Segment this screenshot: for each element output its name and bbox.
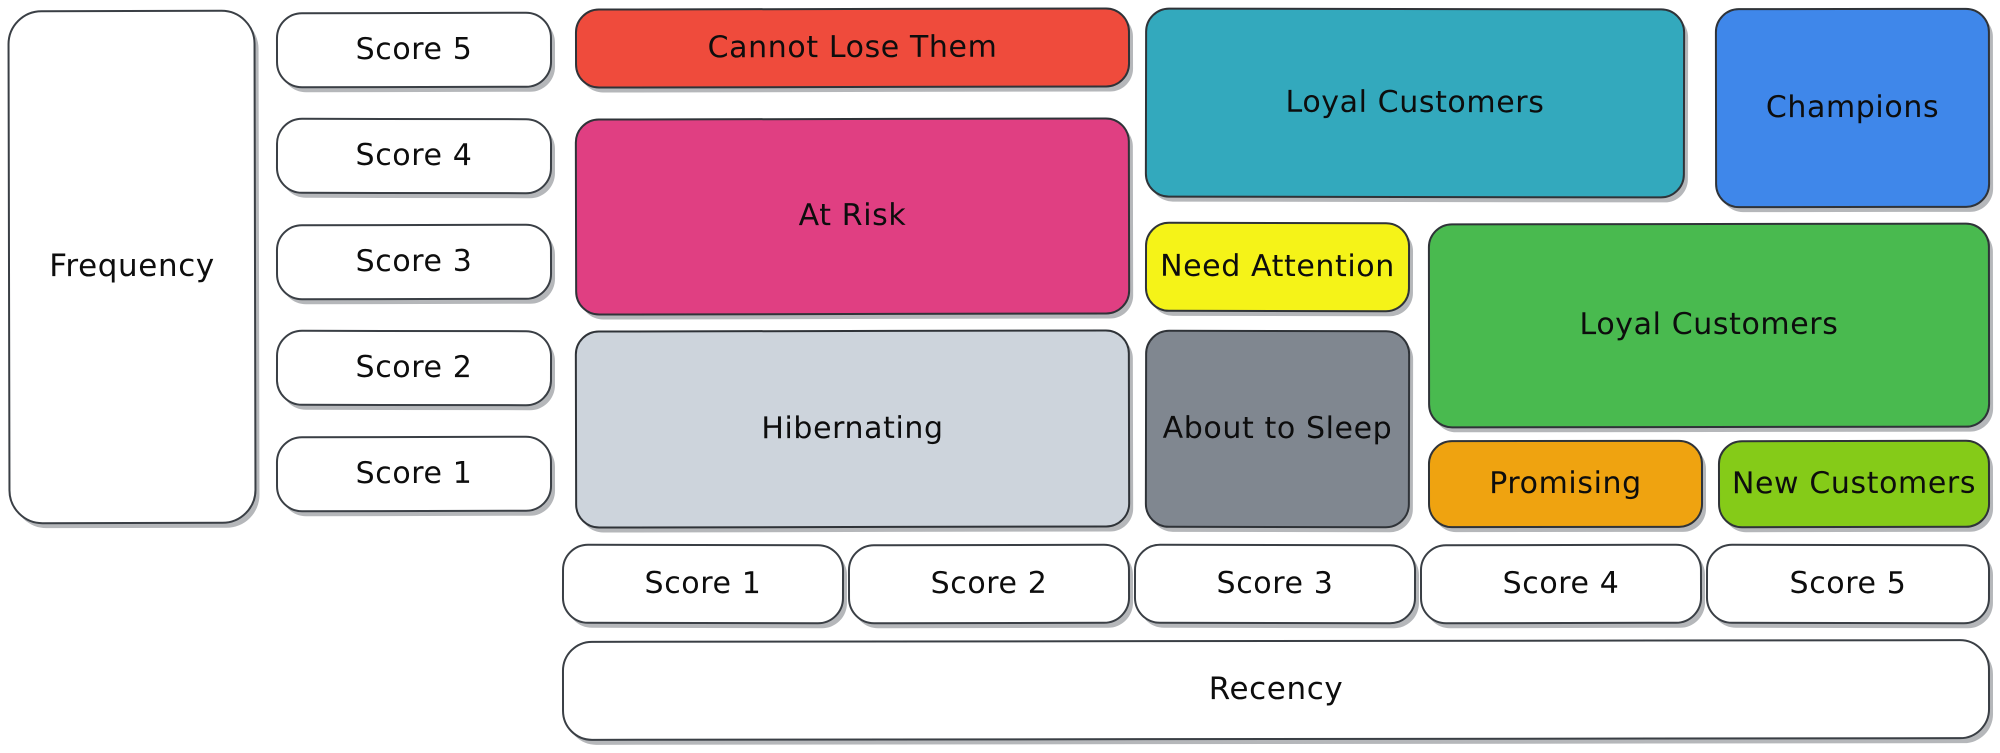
recency-score-box-2[interactable]: Score 2 (847, 543, 1131, 625)
recency-axis-label: Recency (561, 639, 1991, 741)
frequency-score-box-2[interactable]: Score 2 (275, 329, 553, 407)
segment-champions[interactable]: Champions (1714, 7, 1991, 209)
segment-about-to-sleep[interactable]: About to Sleep (1144, 329, 1411, 529)
frequency-score-box-1[interactable]: Score 1 (275, 435, 553, 513)
frequency-score-box-4[interactable]: Score 4 (275, 117, 553, 195)
frequency-score-box-5[interactable]: Score 5 (275, 11, 553, 89)
segment-loyal-customers-green[interactable]: Loyal Customers (1427, 222, 1991, 429)
recency-score-box-3[interactable]: Score 3 (1133, 543, 1417, 625)
recency-score-box-4[interactable]: Score 4 (1419, 543, 1703, 625)
segment-need-attention[interactable]: Need Attention (1144, 221, 1411, 313)
recency-score-box-1[interactable]: Score 1 (561, 543, 845, 625)
segment-hibernating[interactable]: Hibernating (574, 329, 1131, 529)
segment-new-customers[interactable]: New Customers (1717, 439, 1991, 529)
frequency-score-box-3[interactable]: Score 3 (275, 223, 553, 301)
segment-promising[interactable]: Promising (1427, 439, 1704, 529)
recency-score-box-5[interactable]: Score 5 (1705, 543, 1991, 625)
segment-at-risk[interactable]: At Risk (574, 117, 1131, 316)
segment-loyal-customers-teal[interactable]: Loyal Customers (1144, 7, 1686, 199)
segment-cannot-lose-them[interactable]: Cannot Lose Them (574, 7, 1131, 89)
frequency-axis-label: Frequency (7, 9, 257, 525)
